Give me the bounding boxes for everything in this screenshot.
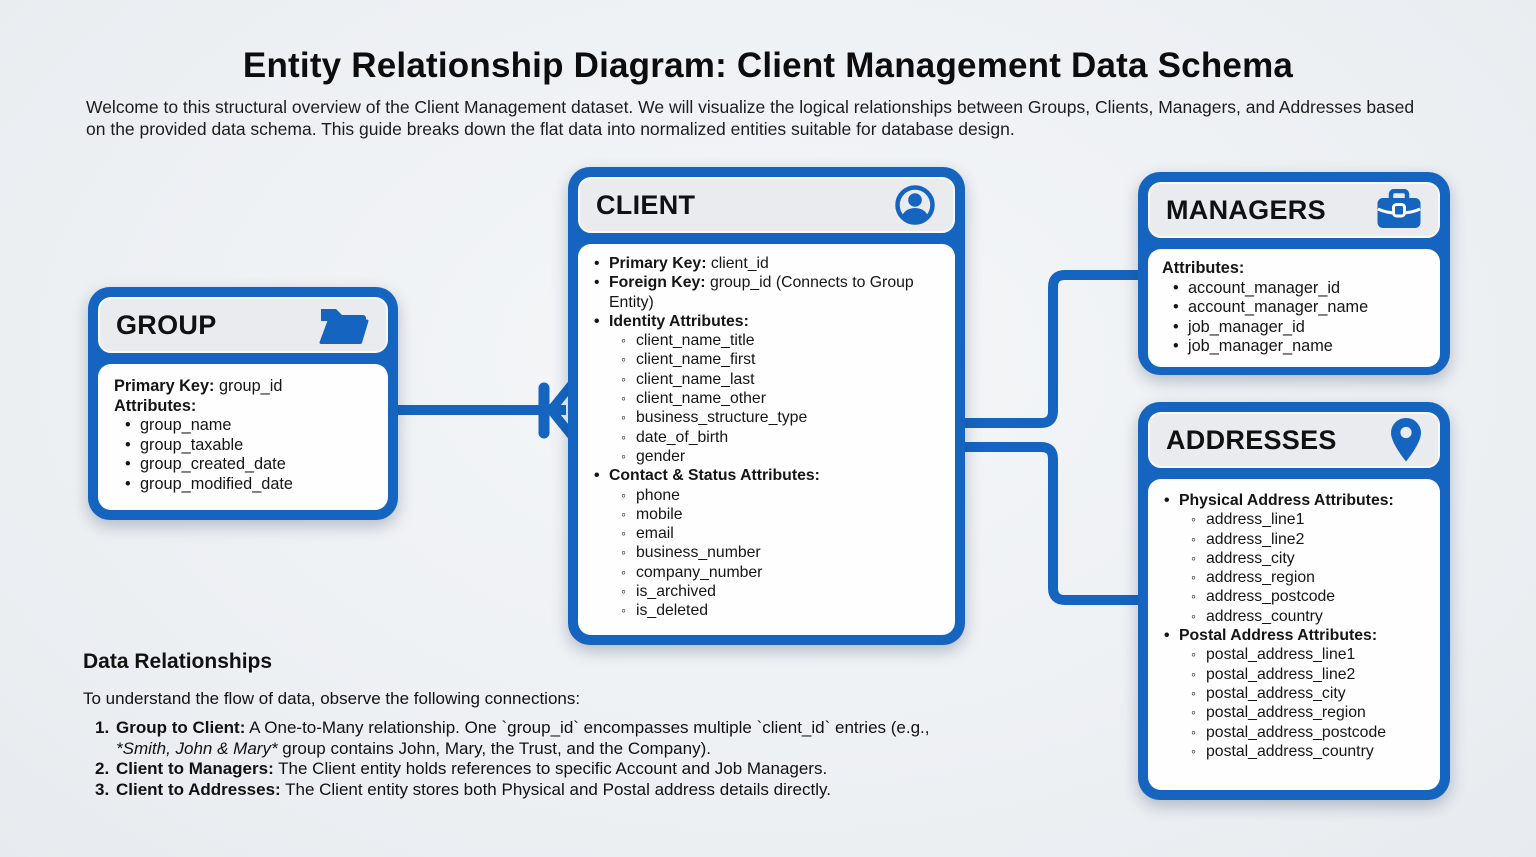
client-identity-label: Identity Attributes: [592, 312, 941, 332]
list-item: address_line2 [1189, 530, 1426, 550]
list-item: job_manager_id [1171, 318, 1426, 338]
item-text: Group to Client: A One-to-Many relations… [116, 718, 930, 758]
client-attribute-list: Primary Key: client_id Foreign Key: grou… [592, 254, 941, 621]
list-item: is_deleted [619, 601, 941, 621]
client-identity-list: client_name_title client_name_first clie… [619, 331, 941, 466]
entity-managers-title: MANAGERS [1166, 194, 1326, 225]
client-foreign-key: Foreign Key: group_id (Connects to Group… [592, 273, 941, 312]
list-item: account_manager_id [1171, 279, 1426, 299]
client-contact-label: Contact & Status Attributes: [592, 466, 941, 486]
list-item: business_structure_type [619, 408, 941, 428]
list-item: email [619, 524, 941, 544]
connector-client-managers [960, 270, 1142, 428]
list-item: postal_address_region [1189, 703, 1426, 723]
list-item: account_manager_name [1171, 298, 1426, 318]
list-item: postal_address_city [1189, 684, 1426, 704]
list-item: group_created_date [123, 455, 372, 475]
list-item: group_modified_date [123, 475, 372, 495]
list-item: job_manager_name [1171, 337, 1426, 357]
item-number: 1. [95, 718, 110, 737]
relationships-list: 1. Group to Client: A One-to-Many relati… [95, 718, 965, 800]
list-item: postal_address_line1 [1189, 645, 1426, 665]
managers-attributes-list: account_manager_id account_manager_name … [1171, 279, 1426, 357]
addresses-postal-list: postal_address_line1 postal_address_line… [1189, 645, 1426, 761]
entity-group-body: Primary Key: group_id Attributes: group_… [98, 364, 388, 510]
item-text: Client to Addresses: The Client entity s… [116, 779, 831, 799]
group-primary-key: Primary Key: group_id [114, 377, 283, 395]
list-item: address_region [1189, 568, 1426, 588]
list-item: postal_address_line2 [1189, 665, 1426, 685]
list-item: address_country [1189, 607, 1426, 627]
page-intro: Welcome to this structural overview of t… [86, 97, 1415, 139]
connector-client-addresses [960, 442, 1142, 605]
list-item: group_name [123, 416, 372, 436]
item-number: 2. [95, 759, 110, 778]
list-item: gender [619, 447, 941, 467]
list-item: company_number [619, 563, 941, 583]
addresses-physical-label: Physical Address Attributes: [1162, 491, 1426, 511]
entity-group-header: GROUP [98, 297, 388, 353]
briefcase-icon [1377, 189, 1421, 228]
list-item: date_of_birth [619, 428, 941, 448]
entity-client: CLIENT Primary Key: client_id Foreign Ke… [568, 167, 965, 645]
list-item: address_postcode [1189, 587, 1426, 607]
entity-client-body: Primary Key: client_id Foreign Key: grou… [578, 244, 955, 635]
item-number: 3. [95, 779, 110, 799]
relationship-item: 2. Client to Managers: The Client entity… [95, 759, 965, 780]
list-item: group_taxable [123, 436, 372, 456]
entity-addresses-body: Physical Address Attributes: address_lin… [1148, 479, 1440, 790]
entity-client-header: CLIENT [578, 177, 955, 233]
addresses-postal-label: Postal Address Attributes: [1162, 626, 1426, 646]
entity-addresses-header: ADDRESSES [1148, 412, 1440, 468]
list-item: phone [619, 486, 941, 506]
folder-open-icon [319, 309, 369, 344]
list-item: address_city [1189, 549, 1426, 569]
list-item: is_archived [619, 582, 941, 602]
item-text: Client to Managers: The Client entity ho… [116, 759, 828, 778]
entity-group: GROUP Primary Key: group_id Attributes: … [88, 287, 398, 520]
relationships-intro: To understand the flow of data, observe … [83, 689, 581, 708]
list-item: client_name_other [619, 389, 941, 409]
list-item: mobile [619, 505, 941, 525]
location-pin-icon [1391, 418, 1421, 462]
entity-group-title: GROUP [116, 309, 217, 340]
group-attributes-label: Attributes: [114, 396, 197, 415]
list-item: business_number [619, 543, 941, 563]
client-primary-key: Primary Key: client_id [592, 254, 941, 274]
relationship-item: 3. Client to Addresses: The Client entit… [95, 780, 965, 801]
entity-addresses-title: ADDRESSES [1166, 424, 1337, 455]
entity-client-title: CLIENT [596, 189, 696, 220]
list-item: address_line1 [1189, 510, 1426, 530]
client-contact-list: phone mobile email business_number compa… [619, 486, 941, 621]
addresses-attribute-list: Physical Address Attributes: address_lin… [1162, 491, 1426, 761]
entity-managers-body: Attributes: account_manager_id account_m… [1148, 249, 1440, 367]
page-title: Entity Relationship Diagram: Client Mana… [242, 46, 1294, 85]
list-item: client_name_title [619, 331, 941, 351]
list-item: client_name_last [619, 370, 941, 390]
entity-addresses: ADDRESSES Physical Address Attributes: a… [1138, 402, 1450, 800]
relationships-heading: Data Relationships [83, 650, 273, 673]
list-item: postal_address_country [1189, 742, 1426, 762]
list-item: client_name_first [619, 350, 941, 370]
list-item: postal_address_postcode [1189, 723, 1426, 743]
entity-managers-header: MANAGERS [1148, 182, 1440, 238]
managers-attributes-label: Attributes: [1162, 259, 1245, 277]
entity-managers: MANAGERS Attributes: account_manager_id … [1138, 172, 1450, 375]
account-circle-icon [895, 185, 935, 225]
relationship-item: 1. Group to Client: A One-to-Many relati… [95, 718, 965, 759]
addresses-physical-list: address_line1 address_line2 address_city… [1189, 510, 1426, 626]
group-attributes-list: group_name group_taxable group_created_d… [123, 416, 372, 494]
